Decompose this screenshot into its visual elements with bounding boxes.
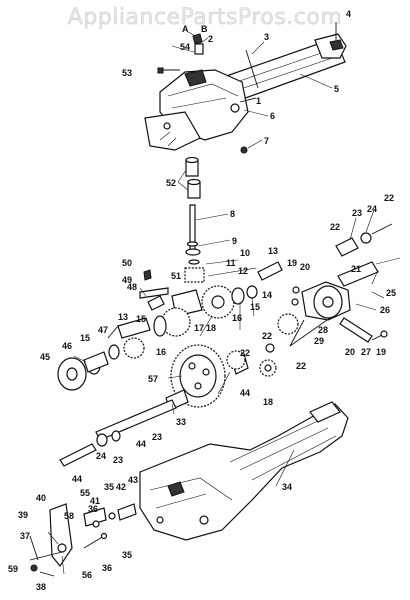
- callout-52: 52: [166, 178, 176, 188]
- callout-19a: 19: [287, 258, 297, 268]
- callout-1: 1: [256, 96, 261, 106]
- callout-55: 55: [80, 488, 90, 498]
- callout-13a: 13: [268, 246, 278, 256]
- center-gear-set: [107, 269, 258, 360]
- callout-44c: 44: [72, 474, 82, 484]
- callout-22b: 22: [330, 222, 340, 232]
- callout-44a: 44: [240, 388, 250, 398]
- callout-58: 58: [64, 511, 74, 521]
- callout-14: 14: [262, 290, 272, 300]
- callout-21: 21: [351, 264, 361, 274]
- callout-11: 11: [226, 258, 236, 268]
- callout-37: 37: [20, 531, 30, 541]
- callout-25: 25: [386, 288, 396, 298]
- callout-10: 10: [240, 248, 250, 258]
- callout-9: 9: [232, 236, 237, 246]
- shift-lever-assembly: [29, 503, 137, 577]
- callout-34: 34: [282, 482, 292, 492]
- callout-33: 33: [176, 417, 186, 427]
- callout-5: 5: [334, 84, 339, 94]
- callout-35a: 35: [104, 482, 114, 492]
- callout-35b: 35: [122, 550, 132, 560]
- right-gear-stack: [257, 223, 401, 377]
- callout-27: 27: [361, 347, 371, 357]
- callout-24a: 24: [367, 204, 377, 214]
- callout-23a: 23: [352, 208, 362, 218]
- callout-8: 8: [230, 209, 235, 219]
- callout-56: 56: [82, 570, 92, 580]
- callout-3: 3: [264, 32, 269, 42]
- callout-18a: 18: [206, 323, 216, 333]
- callout-16a: 16: [232, 313, 242, 323]
- callout-12: 12: [238, 266, 248, 276]
- callout-24b: 24: [96, 451, 106, 461]
- callout-57: 57: [148, 374, 158, 384]
- callout-48: 48: [127, 282, 137, 292]
- callout-4: 4: [346, 9, 351, 19]
- upper-hardware: [157, 22, 337, 154]
- callout-7: 7: [264, 136, 269, 146]
- callout-15a: 15: [250, 302, 260, 312]
- callout-29: 29: [314, 336, 324, 346]
- callout-23b: 23: [152, 432, 162, 442]
- callout-19b: 19: [376, 347, 386, 357]
- callout-15c: 15: [80, 333, 90, 343]
- callout-23c: 23: [113, 455, 123, 465]
- callout-b: B: [201, 24, 208, 34]
- callout-36b: 36: [102, 563, 112, 573]
- ring-gear: [165, 344, 249, 411]
- callout-46: 46: [62, 341, 72, 351]
- callout-59: 59: [8, 564, 18, 574]
- callout-22d: 22: [240, 348, 250, 358]
- callout-22c: 22: [262, 331, 272, 341]
- callout-16b: 16: [156, 347, 166, 357]
- callout-20b: 20: [345, 347, 355, 357]
- callout-18b: 18: [263, 397, 273, 407]
- callout-20a: 20: [300, 262, 310, 272]
- callout-44b: 44: [136, 439, 146, 449]
- callout-22a: 22: [384, 193, 394, 203]
- callout-41: 41: [90, 496, 100, 506]
- lower-housing: [139, 401, 349, 541]
- callout-51: 51: [171, 271, 181, 281]
- bushings-and-input-shaft: [184, 156, 205, 283]
- leader-lines: [47, 31, 385, 575]
- long-axle-shaft: [59, 399, 177, 467]
- part-callouts: A B 2 4 54 3 53 5 1 6 7 52 8 9 10 50 11 …: [8, 9, 396, 592]
- callout-43: 43: [128, 475, 138, 485]
- callout-a: A: [182, 24, 189, 34]
- callout-40: 40: [36, 493, 46, 503]
- callout-38: 38: [36, 582, 46, 592]
- callout-50: 50: [122, 258, 132, 268]
- callout-53: 53: [122, 68, 132, 78]
- callout-47: 47: [98, 325, 108, 335]
- callout-28: 28: [318, 325, 328, 335]
- callout-15b: 15: [136, 314, 146, 324]
- callout-39: 39: [18, 510, 28, 520]
- callout-17: 17: [194, 323, 204, 333]
- upper-housing-assembly: [144, 33, 347, 151]
- callout-49: 49: [122, 275, 132, 285]
- callout-36a: 36: [88, 504, 98, 514]
- watermark: AppliancePartsPros.com: [68, 5, 343, 30]
- callout-6: 6: [270, 111, 275, 121]
- callout-42: 42: [116, 482, 126, 492]
- callout-26: 26: [380, 305, 390, 315]
- callout-13b: 13: [118, 312, 128, 322]
- callout-22e: 22: [296, 361, 306, 371]
- callout-54: 54: [180, 42, 190, 52]
- callout-45: 45: [40, 352, 50, 362]
- left-output-shaft: [57, 351, 109, 391]
- callout-2: 2: [208, 34, 213, 44]
